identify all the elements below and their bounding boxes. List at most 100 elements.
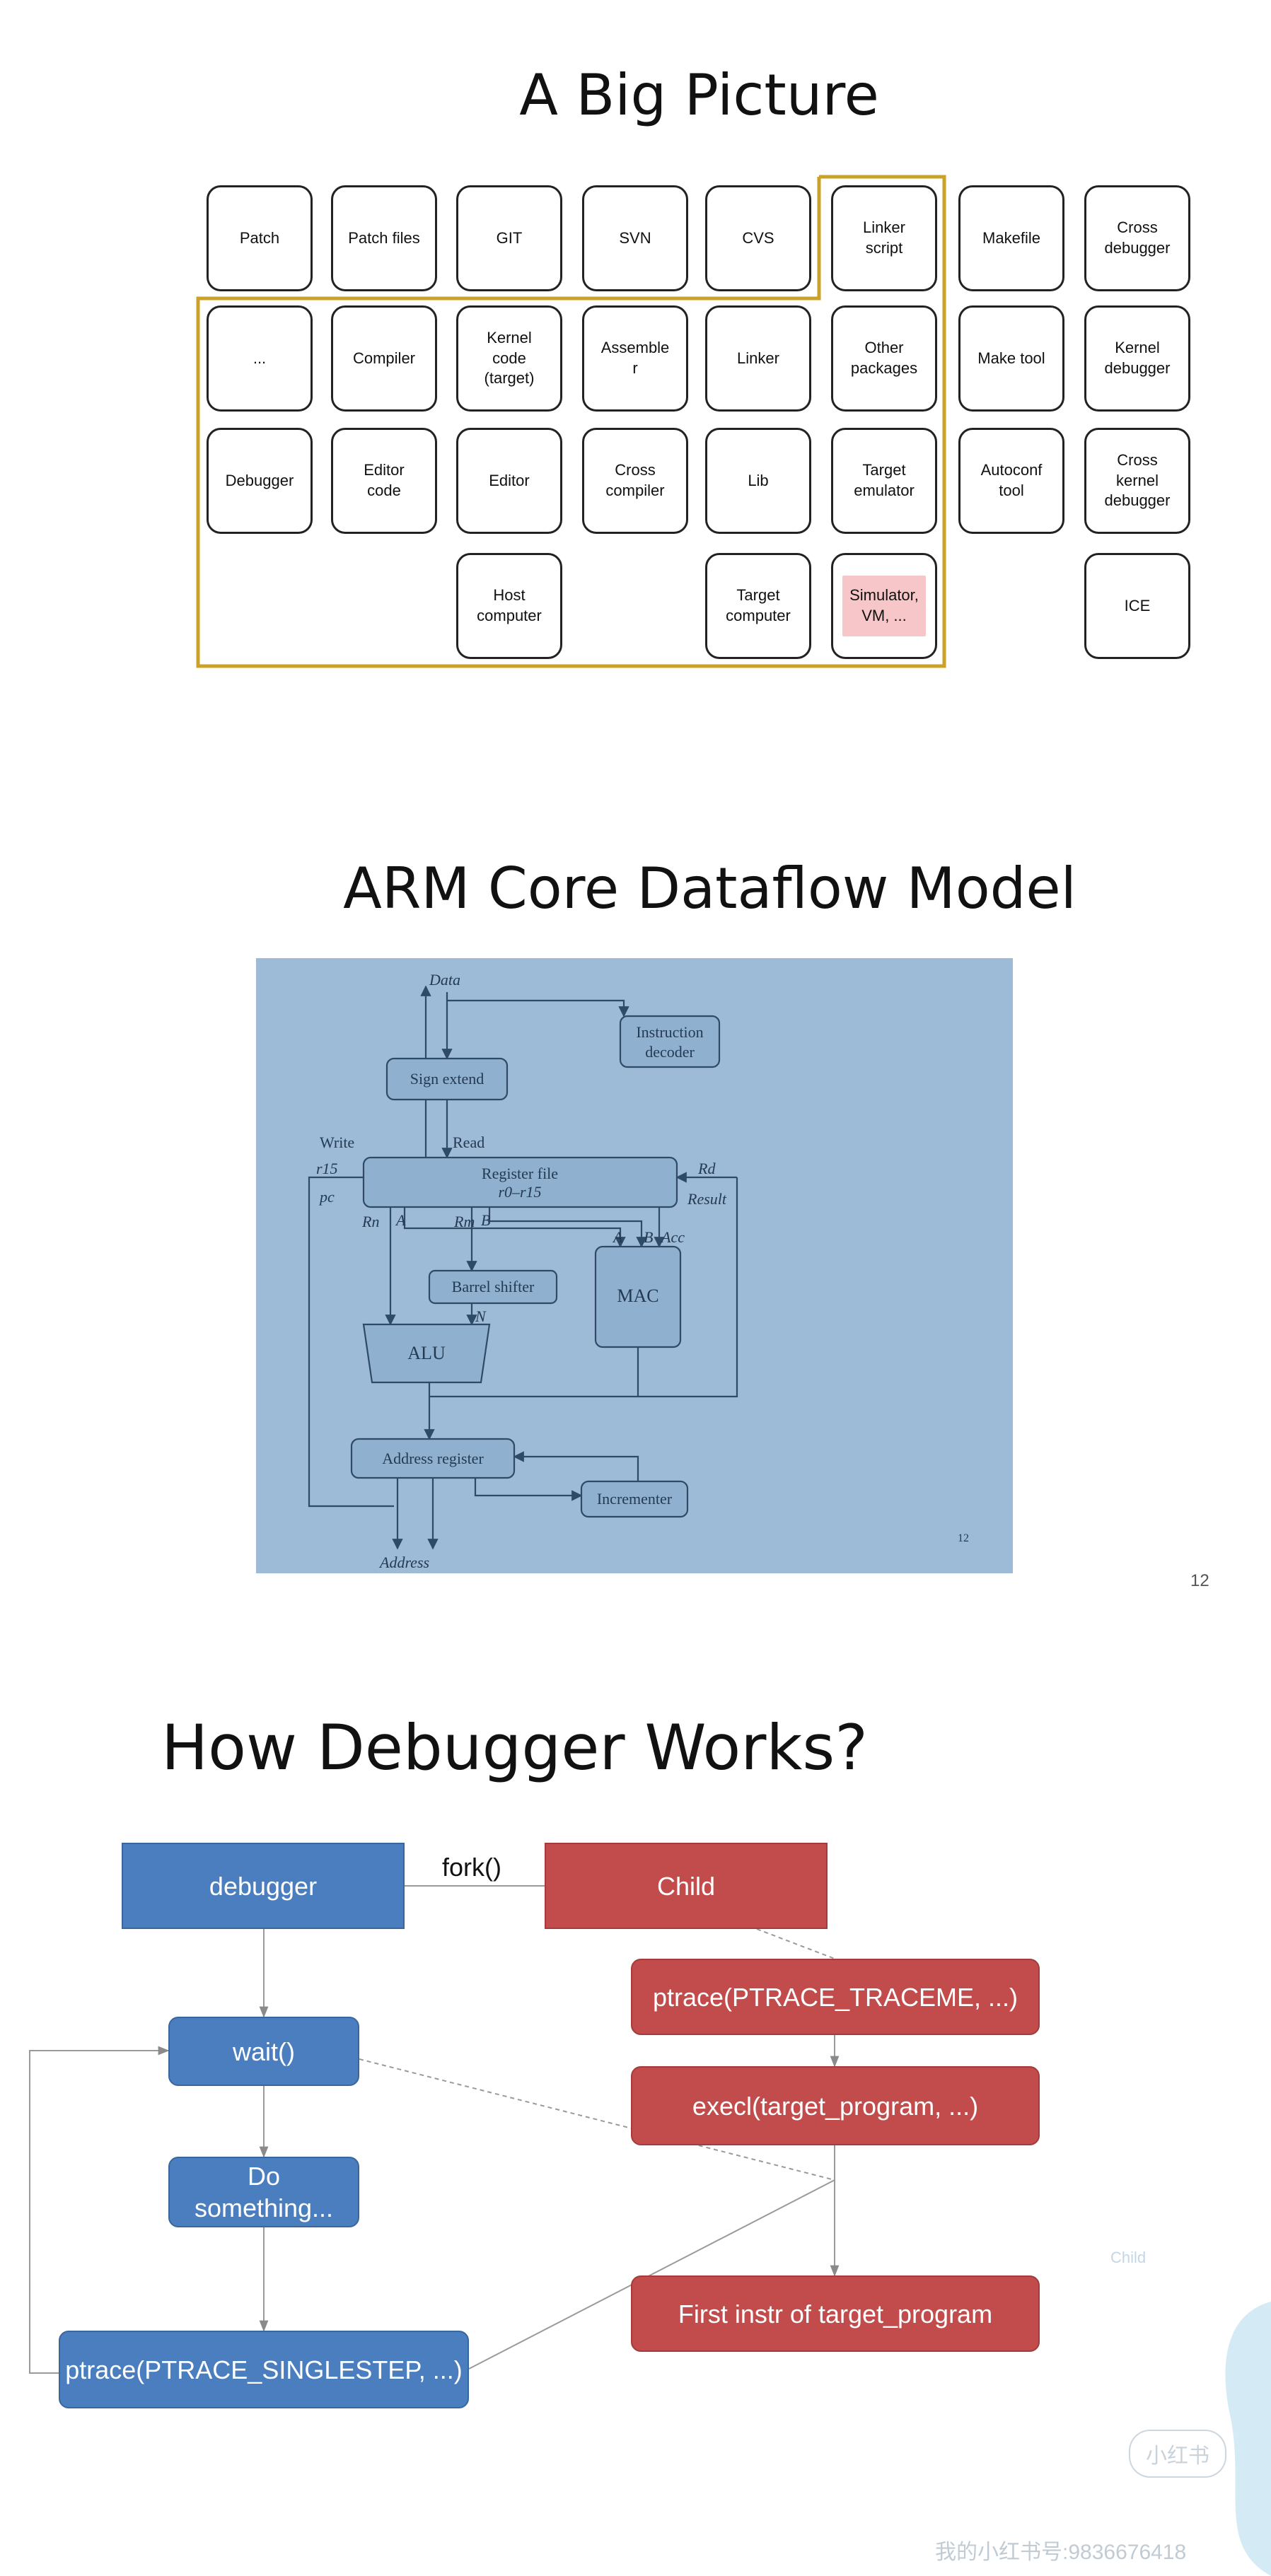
acc-label: Acc (660, 1228, 685, 1246)
watermark-badge: 小红书 (1129, 2430, 1226, 2478)
box-ice: ICE (1084, 553, 1190, 659)
write-label: Write (320, 1133, 354, 1151)
child-node: Child (545, 1843, 828, 1929)
first-instr-node: First instr of target_program (631, 2275, 1040, 2352)
box-ellipsis: ... (207, 305, 313, 412)
fork-label: fork() (442, 1853, 501, 1882)
box-assembler: Assemble r (582, 305, 688, 412)
mac-b-label: B (644, 1228, 653, 1246)
n-label: N (475, 1307, 487, 1325)
arm-dataflow-figure: Data Write Read r15 Rd pc Result Rn A Rm… (256, 958, 1013, 1573)
box-compiler: Compiler (331, 305, 437, 412)
box-label-compiler: Compiler (352, 349, 416, 367)
sign-extend-label: Sign extend (410, 1070, 484, 1088)
execl-node-label: execl(target_program, ...) (692, 2091, 979, 2121)
box-cross-compiler: Cross compiler (582, 428, 688, 534)
box-label-cross-compiler: Cross compiler (605, 461, 665, 499)
box-label-kernel-debugger: Kernel debugger (1104, 339, 1171, 377)
first-instr-node-label: First instr of target_program (678, 2299, 993, 2329)
box-kernel-debugger: Kernel debugger (1084, 305, 1190, 412)
wait-to-merge (359, 2058, 835, 2181)
alu-shape (362, 1323, 491, 1384)
slide-page-number: 12 (1190, 1571, 1209, 1590)
rm-label: Rm (453, 1213, 475, 1230)
child-to-traceme (756, 1928, 835, 1959)
wait-node-label: wait() (233, 2036, 295, 2066)
box-label-cvs: CVS (742, 228, 774, 247)
box-target-computer: Target computer (705, 553, 811, 659)
box-editor-code: Editor code (331, 428, 437, 534)
data-label: Data (429, 971, 460, 989)
box-label-autoconf-tool: Autoconf tool (980, 461, 1043, 499)
box-label-patch-files: Patch files (348, 228, 420, 247)
box-other-packages: Other packages (831, 305, 937, 412)
wait-node: wait() (168, 2017, 359, 2086)
box-label-linker: Linker (737, 349, 779, 367)
box-label-lib: Lib (748, 471, 769, 489)
sign-extend-box (385, 1057, 509, 1101)
box-target-emulator: Target emulator (831, 428, 937, 534)
box-label-linker-script: Linker script (863, 218, 905, 257)
incrementer-box (580, 1480, 689, 1518)
execl-node: execl(target_program, ...) (631, 2066, 1040, 2145)
box-cross-debugger: Cross debugger (1084, 185, 1190, 291)
box-label-git: GIT (496, 228, 523, 247)
instruction-decoder-box (619, 1015, 721, 1068)
debugger-node-label: debugger (209, 1871, 318, 1901)
watermark-id-text: 我的小红书号:9836676418 (935, 2541, 1187, 2564)
singlestep-node-label: ptrace(PTRACE_SINGLESTEP, ...) (65, 2355, 463, 2384)
singlestep-loop (29, 2046, 170, 2374)
box-label-kernel-code: Kernel code (target) (484, 329, 535, 387)
box-autoconf-tool: Autoconf tool (958, 428, 1064, 534)
incrementer-label: Incrementer (597, 1490, 673, 1508)
box-makefile: Makefile (958, 185, 1064, 291)
result-label: Result (687, 1190, 727, 1208)
box-label-svn: SVN (619, 228, 651, 247)
do-something-node: Do something... (168, 2157, 359, 2227)
mac-box (594, 1245, 682, 1348)
box-label-assembler: Assemble r (600, 339, 670, 377)
box-label-simulator-vm: Simulator, VM, ... (842, 576, 926, 636)
box-patch: Patch (207, 185, 313, 291)
a-label: A (395, 1211, 406, 1229)
box-label-debugger: Debugger (225, 471, 294, 489)
rd-label: Rd (697, 1160, 716, 1177)
box-label-ellipsis: ... (253, 349, 267, 367)
photo-page-number: 12 (958, 1532, 969, 1544)
box-debugger: Debugger (207, 428, 313, 534)
box-label-editor: Editor (489, 471, 530, 489)
box-cross-kernel-debugger: Cross kernel debugger (1084, 428, 1190, 534)
address-register-label: Address register (382, 1450, 484, 1467)
box-host-computer: Host computer (456, 553, 562, 659)
read-label: Read (453, 1133, 484, 1151)
box-kernel-code: Kernel code (target) (456, 305, 562, 412)
box-label-makefile: Makefile (982, 228, 1040, 247)
do-something-node-label: Do something... (194, 2162, 334, 2222)
instruction-decoder-label-2: decoder (645, 1043, 695, 1061)
traceme-node-label: ptrace(PTRACE_TRACEME, ...) (652, 1982, 1018, 2012)
box-label-target-emulator: Target emulator (854, 461, 915, 499)
singlestep-to-merge (468, 2179, 835, 2370)
singlestep-node: ptrace(PTRACE_SINGLESTEP, ...) (59, 2331, 469, 2408)
box-patch-files: Patch files (331, 185, 437, 291)
arm-dataflow-title: ARM Core Dataflow Model (343, 856, 1076, 921)
box-label-host-computer: Host computer (477, 586, 542, 624)
barrel-shifter-label: Barrel shifter (452, 1278, 535, 1295)
r15-label: r15 (316, 1160, 338, 1177)
box-lib: Lib (705, 428, 811, 534)
box-linker: Linker (705, 305, 811, 412)
mac-label: MAC (617, 1286, 658, 1306)
register-range-label: r0–r15 (498, 1183, 541, 1201)
child-node-label: Child (656, 1871, 716, 1901)
address-label: Address (378, 1554, 429, 1571)
register-file-label: Register file (482, 1165, 558, 1182)
big-picture-title: A Big Picture (519, 62, 879, 128)
box-label-editor-code: Editor code (364, 461, 405, 499)
box-label-other-packages: Other packages (850, 339, 918, 377)
debugger-title: How Debugger Works? (161, 1711, 868, 1784)
box-git: GIT (456, 185, 562, 291)
box-label-patch: Patch (239, 228, 280, 247)
traceme-node: ptrace(PTRACE_TRACEME, ...) (631, 1959, 1040, 2035)
box-label-target-computer: Target computer (726, 586, 791, 624)
b-label: B (481, 1211, 490, 1229)
